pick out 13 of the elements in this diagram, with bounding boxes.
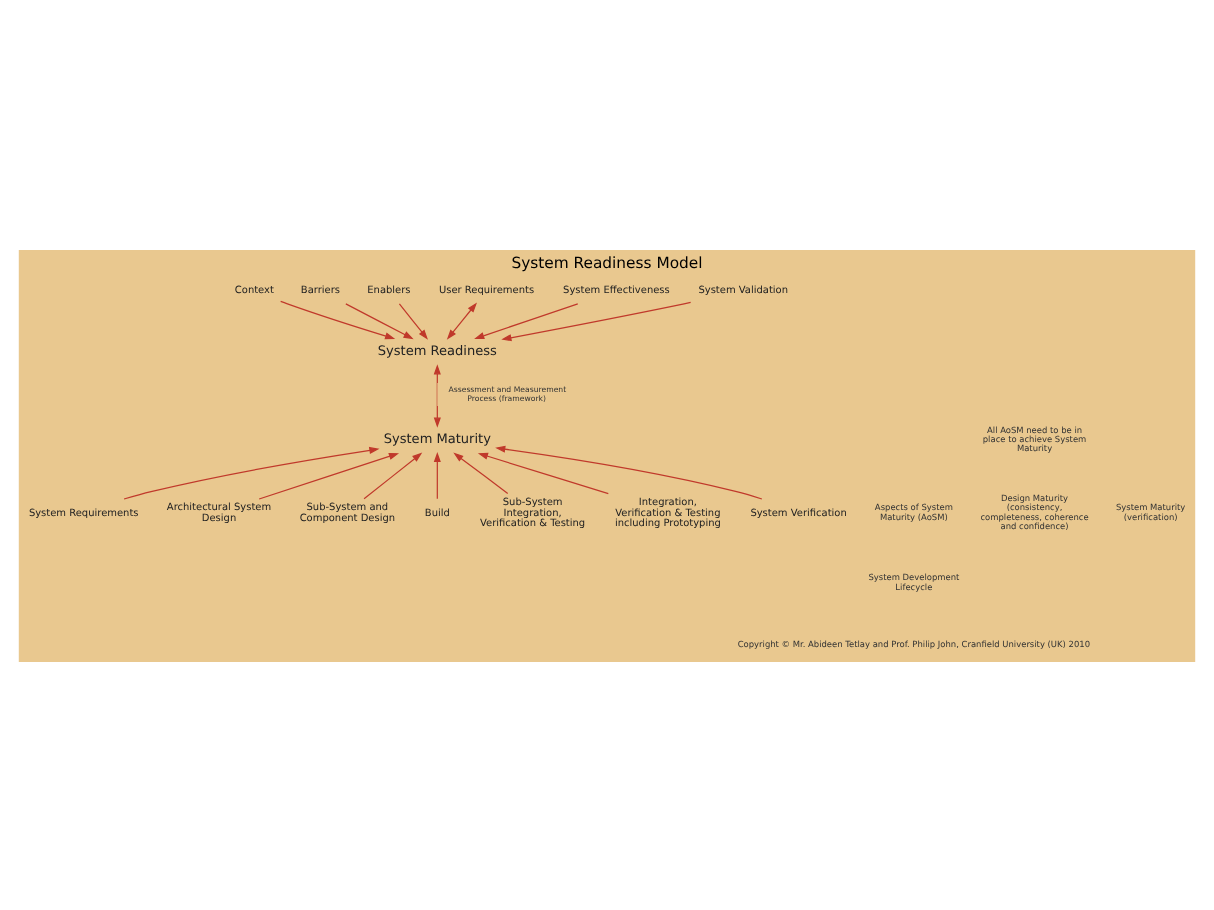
arrow (477, 451, 609, 494)
arrow (398, 302, 428, 339)
arrow (495, 444, 763, 499)
arrow (258, 451, 400, 499)
arrow (446, 301, 477, 339)
arrow (501, 300, 692, 341)
arrow (433, 450, 441, 499)
arrow (123, 445, 380, 499)
arrow (280, 299, 396, 339)
arrow (345, 302, 414, 339)
arrow (363, 451, 423, 499)
arrow (453, 451, 509, 494)
arrow (474, 302, 579, 339)
